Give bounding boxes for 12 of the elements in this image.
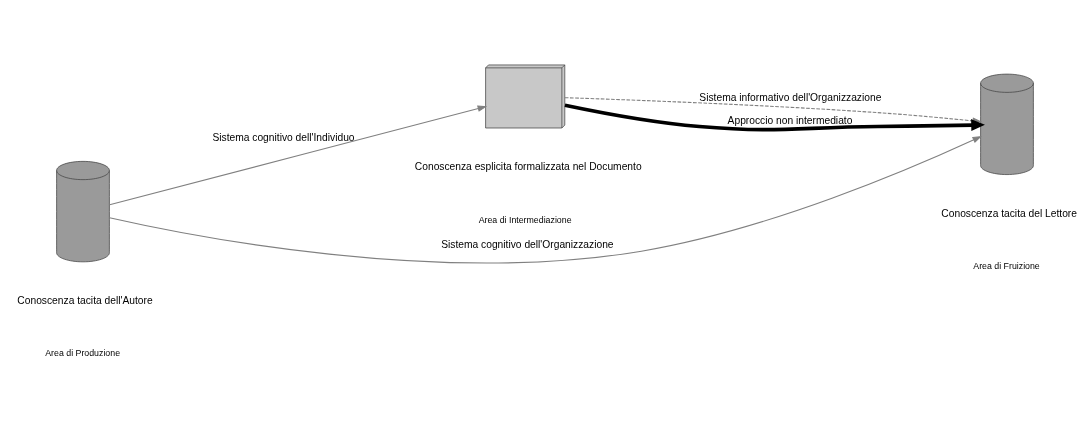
edge-label: Sistema cognitivo dell'Individuo [212, 132, 355, 144]
edge-label: Sistema cognitivo dell'Organizzazione [441, 239, 614, 251]
label: Area di Intermediazione [478, 214, 572, 225]
arrow [108, 135, 982, 264]
edge-label: Sistema informativo dell'Organizzazione [699, 92, 882, 104]
label: Area di Produzione [45, 348, 121, 359]
node-label: Conoscenza tacita dell'Autore [17, 294, 153, 306]
edge-label: Approccio non intermediato [727, 114, 853, 126]
arrow [109, 105, 488, 206]
node-label: Conoscenza tacita del Lettore [941, 207, 1077, 219]
label: Area di Fruizione [973, 260, 1040, 271]
node-label: Conoscenza esplicita formalizzata nel Documento [414, 161, 642, 173]
